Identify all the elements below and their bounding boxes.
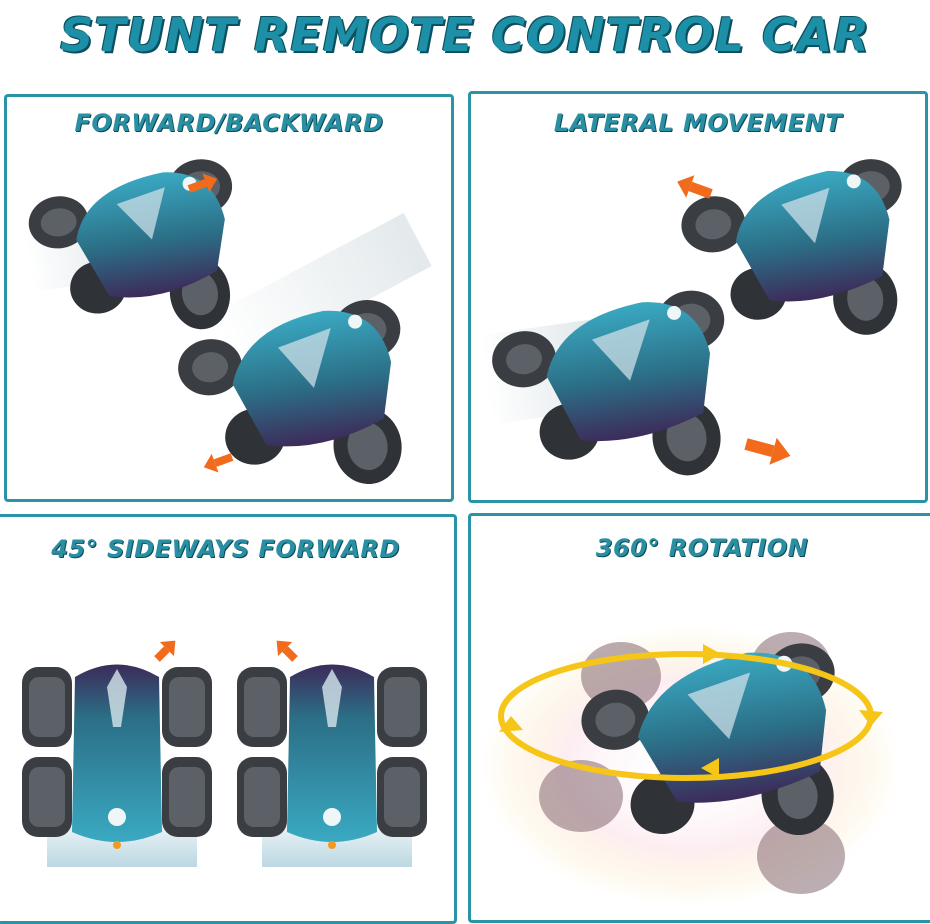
panel-title: 360° ROTATION — [595, 534, 809, 562]
car-illustration — [480, 159, 902, 476]
car-illustration — [24, 159, 432, 485]
panel-lateral-movement: LATERAL MOVEMENT — [468, 91, 928, 503]
panel-title: FORWARD/BACKWARD — [74, 109, 384, 137]
panel-title: 45° SIDEWAYS FORWARD — [51, 535, 400, 563]
panel-360-rotation: 360° ROTATION — [468, 513, 930, 923]
panel-title: LATERAL MOVEMENT — [553, 109, 843, 137]
car-illustration — [22, 640, 427, 867]
page-title: STUNT REMOTE CONTROL CAR — [60, 8, 870, 62]
panel-forward-backward: FORWARD/BACKWARD — [4, 94, 454, 502]
panel-sideways-forward: 45° SIDEWAYS FORWARD — [0, 514, 457, 924]
car-illustration — [481, 626, 901, 906]
